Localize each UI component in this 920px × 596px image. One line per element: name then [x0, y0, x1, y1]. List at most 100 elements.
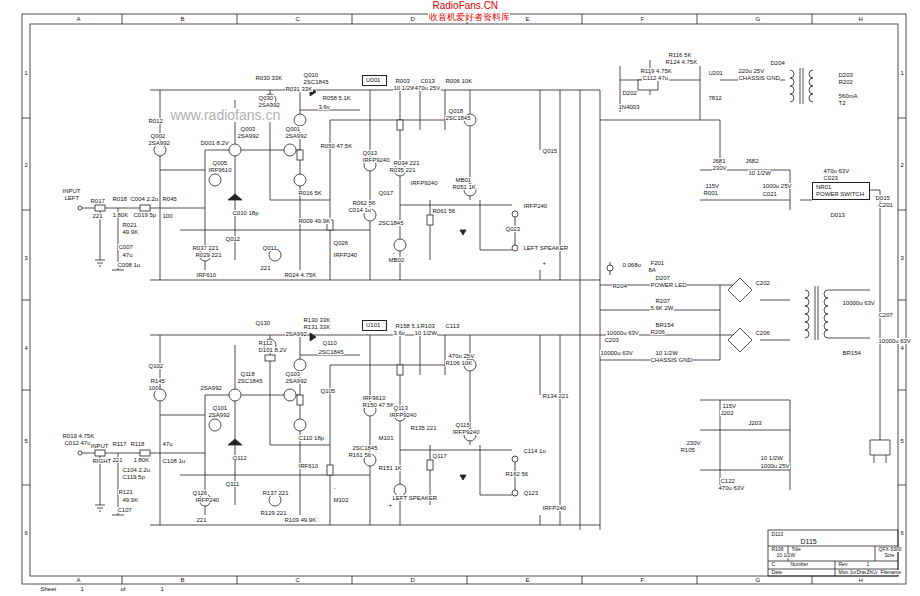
part-label: Q001	[285, 126, 301, 132]
part-label: R150 47.5K	[362, 402, 395, 408]
grid-reference: E	[525, 16, 530, 22]
part-label: C113	[445, 323, 460, 329]
part-label: 1.80K	[133, 457, 150, 463]
part-label: R029 221	[195, 252, 222, 258]
title-block-cell: D113	[771, 532, 784, 537]
part-label: 2SA992	[208, 412, 230, 418]
part-label: Q011	[262, 245, 277, 251]
part-label: Q002	[150, 133, 166, 139]
part-label: Q105	[320, 388, 336, 394]
part-label: 230V	[712, 165, 727, 171]
part-label: Sheet	[40, 586, 57, 592]
grid-reference: 2	[24, 162, 28, 168]
part-label: Q026	[333, 240, 349, 246]
part-label: R105	[680, 447, 695, 453]
part-label: 10 1/2W	[748, 170, 771, 176]
part-label: R051 1K	[452, 184, 476, 190]
part-label: 8A	[648, 267, 656, 273]
part-label: C023	[823, 175, 838, 181]
title-block-cell: QFX-5300	[878, 547, 902, 552]
part-label: R137 221	[262, 490, 289, 496]
part-label: IRFP9240	[389, 412, 417, 418]
part-label: R116 5K	[668, 52, 692, 58]
part-label: C007	[118, 244, 133, 250]
grid-reference: A	[76, 577, 81, 583]
part-label: R207	[655, 298, 670, 304]
title-block-cell: Filename	[880, 570, 902, 575]
part-label: 10 1/2W	[393, 85, 416, 91]
grid-reference: 3	[24, 255, 28, 261]
part-label: D207	[655, 275, 670, 281]
part-label: R009 49.9K	[298, 218, 331, 224]
part-label: R206	[650, 329, 665, 335]
part-label: 2SC1845	[445, 115, 471, 121]
part-label: Q010	[303, 72, 319, 78]
part-label: IRF610	[196, 272, 217, 278]
part-label: R001	[703, 190, 718, 196]
part-label: C008 1u	[117, 262, 141, 268]
part-label: IRFP9240	[362, 157, 390, 163]
title-block-cell: 1	[866, 562, 870, 567]
part-label: Q015	[542, 148, 558, 154]
part-label: 2SC1845	[237, 378, 263, 384]
part-label: C119 5p	[122, 474, 145, 480]
part-label: R012	[148, 118, 163, 124]
grid-reference: 5	[24, 438, 28, 444]
title-block-cell: C	[771, 562, 776, 567]
node-text: U101	[366, 322, 383, 329]
part-label: D203	[838, 72, 853, 78]
part-label: INPUT	[62, 188, 81, 194]
title-block-cell: D115	[800, 538, 817, 545]
part-label: MB01	[455, 177, 472, 183]
part-label: Q103	[285, 371, 301, 377]
part-label: R021	[122, 222, 137, 228]
part-label: BR154	[655, 322, 674, 328]
part-label: R058 5.1K	[322, 95, 351, 101]
grid-reference: C	[295, 577, 300, 583]
grid-reference: 4	[900, 345, 904, 351]
part-label: J203	[748, 420, 762, 426]
part-label: 221	[196, 517, 207, 523]
title-block-cell: 10 1/2W	[776, 553, 796, 558]
part-label: 470u 63V	[823, 168, 850, 174]
grid-reference: 1	[24, 70, 28, 76]
part-label: IRF9610	[362, 395, 386, 401]
part-label: R016 5K	[298, 190, 322, 196]
part-label: C114 1u	[523, 448, 546, 454]
part-label: 2SC1845	[378, 220, 404, 226]
grid-reference: H	[858, 16, 863, 22]
grid-reference: F	[640, 577, 645, 583]
part-label: C021	[762, 191, 777, 197]
grid-reference: 6	[900, 530, 904, 536]
part-label: 49.9K	[122, 497, 139, 503]
part-label: 7812	[708, 95, 722, 101]
part-label: 10000u 63V	[606, 330, 639, 336]
part-label: 47u	[162, 441, 173, 447]
grid-reference: 3	[900, 255, 904, 261]
part-label: POWER LED	[650, 282, 687, 288]
part-label: IRF610	[298, 463, 319, 469]
part-label: D015	[875, 195, 890, 201]
part-label: Q130	[255, 320, 271, 326]
part-label: C107	[117, 507, 132, 513]
part-label: 1000u 25V	[760, 463, 790, 469]
part-label: Q101	[212, 405, 228, 411]
part-label: 49.9K	[122, 229, 139, 235]
part-label: 0.068u	[622, 262, 641, 268]
part-label: 2SA992	[258, 102, 280, 108]
part-label: Q013	[362, 150, 378, 156]
part-label: Q113	[393, 405, 408, 411]
part-label: R135 221	[410, 425, 437, 431]
part-label: R117	[112, 441, 127, 447]
watermark: www.radiofans.cn	[170, 108, 281, 122]
part-label: R145	[150, 378, 165, 384]
part-label: IRFP9240	[452, 429, 480, 435]
grid-reference: A	[76, 16, 81, 22]
part-label: 5.6K 2W	[650, 305, 674, 311]
part-label: 10000u 63V	[842, 300, 875, 306]
part-label: 230V	[686, 440, 701, 446]
part-label: R003	[395, 78, 410, 84]
node-text: NR01	[816, 184, 866, 191]
part-label: R017	[90, 198, 105, 204]
part-label: 220u 25V	[738, 68, 765, 74]
